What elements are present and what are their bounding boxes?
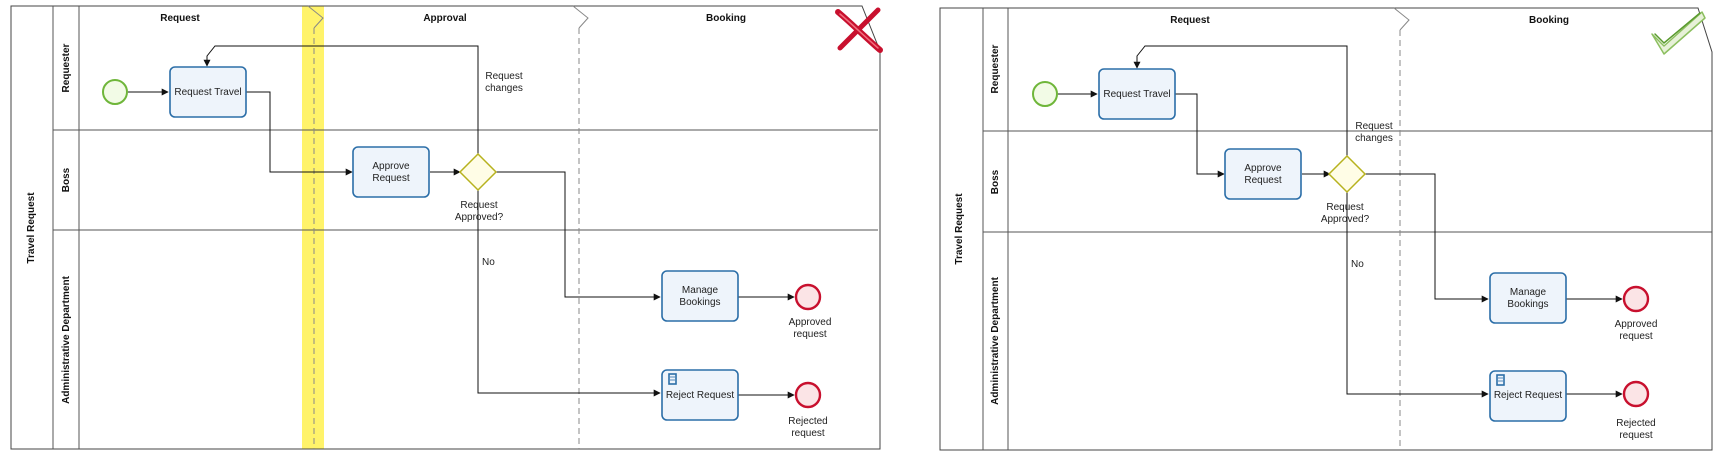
phase-marker [307, 5, 324, 29]
end-event-rejected [794, 381, 822, 409]
gateway-request-approved [1327, 154, 1367, 194]
svg-text:Reject Request: Reject Request [1494, 390, 1563, 401]
lane-label-boss: Boss [61, 167, 72, 192]
lane-label-boss: Boss [990, 169, 1001, 194]
svg-text:Request: Request [372, 173, 409, 184]
pool-frame [939, 7, 1713, 451]
phase-header-request: Request [160, 13, 200, 24]
svg-text:Manage: Manage [682, 285, 719, 296]
green-check-icon [1651, 11, 1706, 55]
lane-label-requester: Requester [990, 44, 1001, 93]
svg-text:Request Travel: Request Travel [1103, 89, 1170, 100]
svg-text:Approve: Approve [1244, 163, 1282, 174]
flow-label-no: No [482, 257, 495, 268]
svg-text:Manage: Manage [1510, 287, 1547, 298]
end-event-rejected [1622, 380, 1650, 408]
end-label-rejected: request [1619, 430, 1653, 441]
svg-text:Approve: Approve [372, 161, 410, 172]
start-event [102, 79, 128, 105]
task-reject-request: Reject Request [1489, 370, 1567, 422]
lane-label-admin: Administrative Department [990, 276, 1001, 404]
gateway-label: Request [1326, 202, 1363, 213]
lane-label-requester: Requester [61, 43, 72, 92]
highlight-band [302, 6, 324, 449]
red-cross-icon [835, 7, 883, 53]
flow-label-changes: changes [485, 83, 523, 94]
svg-text:Reject Request: Reject Request [666, 390, 735, 401]
diagram-incorrect: Request Approval Booking Travel Request … [10, 5, 883, 450]
diagram-correct: Request Booking Travel Request Requester… [939, 7, 1713, 451]
task-approve-request: Approve Request [1224, 148, 1302, 200]
flow-label-changes: changes [1355, 133, 1393, 144]
end-event-approved [1622, 285, 1650, 313]
pool-label: Travel Request [26, 192, 37, 264]
pool-frame [10, 5, 881, 450]
gateway-label: Approved? [1321, 214, 1370, 225]
script-icon [668, 373, 677, 385]
phase-header-request: Request [1170, 15, 1210, 26]
end-label-approved: Approved [789, 317, 832, 328]
gateway-label: Approved? [455, 212, 504, 223]
gateway-request-approved [458, 152, 498, 192]
end-label-rejected: request [791, 428, 825, 439]
end-label-rejected: Rejected [788, 416, 827, 427]
script-icon [1496, 374, 1505, 386]
task-reject-request: Reject Request [661, 369, 739, 421]
svg-text:Request: Request [1244, 175, 1281, 186]
task-manage-bookings: Manage Bookings [1489, 272, 1567, 324]
svg-text:Bookings: Bookings [679, 297, 720, 308]
phase-header-booking: Booking [1529, 15, 1569, 26]
svg-text:Bookings: Bookings [1507, 299, 1548, 310]
flow-label-no: No [1351, 259, 1364, 270]
start-event [1032, 81, 1058, 107]
task-approve-request: Approve Request [352, 146, 430, 198]
flow-label-changes: Request [485, 71, 522, 82]
flow-label-changes: Request [1355, 121, 1392, 132]
lane-label-admin: Administrative Department [61, 275, 72, 403]
task-manage-bookings: Manage Bookings [661, 270, 739, 322]
task-request-travel: Request Travel [169, 66, 247, 118]
phase-marker [572, 5, 589, 29]
gateway-label: Request [460, 200, 497, 211]
end-label-approved: request [793, 329, 827, 340]
task-request-travel: Request Travel [1098, 68, 1176, 120]
end-event-approved [794, 283, 822, 311]
phase-marker [1393, 7, 1410, 31]
phase-header-approval: Approval [423, 13, 467, 24]
end-label-rejected: Rejected [1616, 418, 1655, 429]
pool-label: Travel Request [954, 193, 965, 265]
phase-header-booking: Booking [706, 13, 746, 24]
end-label-approved: request [1619, 331, 1653, 342]
svg-text:Request Travel: Request Travel [174, 87, 241, 98]
end-label-approved: Approved [1615, 319, 1658, 330]
